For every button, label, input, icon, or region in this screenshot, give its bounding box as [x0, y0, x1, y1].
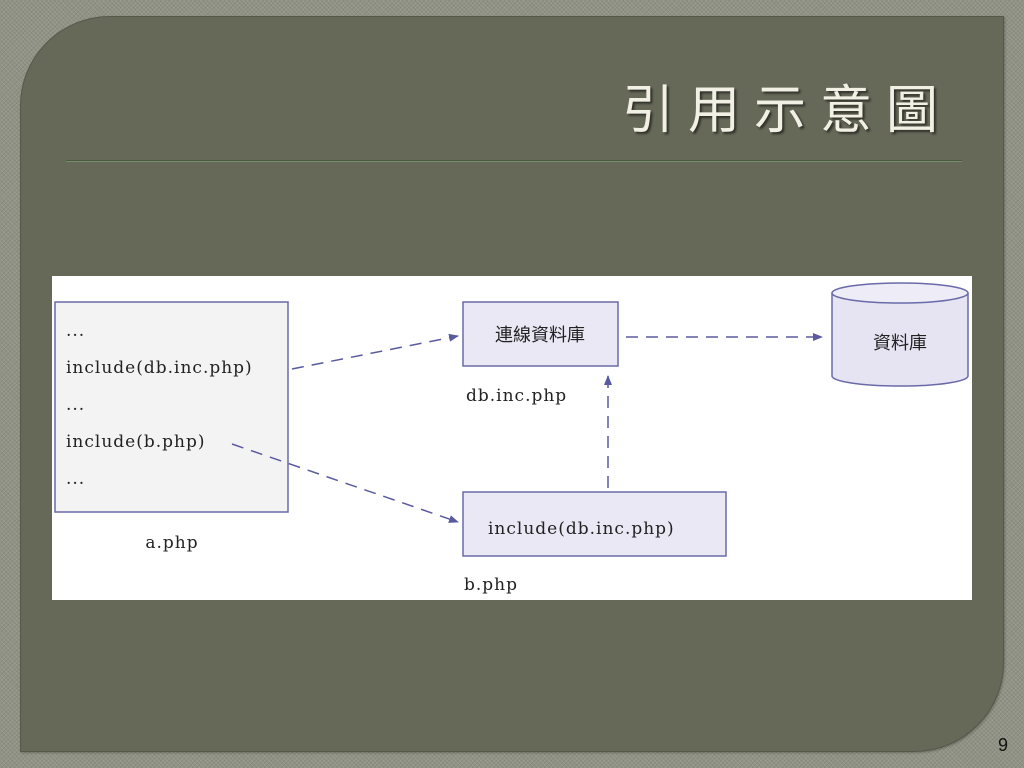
file-a-line-3: ... [66, 395, 85, 415]
db-connect-caption: db.inc.php [466, 386, 567, 406]
file-a-caption: a.php [145, 533, 198, 553]
database-icon [831, 282, 969, 387]
include-diagram: ... include(db.inc.php) ... include(b.ph… [52, 276, 972, 600]
database-label: 資料庫 [873, 333, 927, 354]
file-b-caption: b.php [464, 575, 518, 595]
db-connect-box [462, 301, 619, 367]
file-b-box [462, 491, 727, 557]
file-a-box [54, 301, 289, 513]
file-a-line-1: ... [66, 321, 85, 341]
diagram-svg: ... include(db.inc.php) ... include(b.ph… [54, 282, 969, 595]
slide-title: 引用示意圖 [621, 81, 952, 141]
page-number: 9 [997, 735, 1008, 755]
db-connect-label: 連線資料庫 [495, 325, 585, 346]
title-divider [66, 160, 962, 162]
file-a-line-5: ... [66, 469, 85, 489]
arrow-a-to-db-connect [291, 333, 459, 370]
file-a-line-2: include(db.inc.php) [66, 358, 253, 378]
file-a-line-4: include(b.php) [66, 432, 206, 452]
file-b-line: include(db.inc.php) [488, 519, 675, 539]
